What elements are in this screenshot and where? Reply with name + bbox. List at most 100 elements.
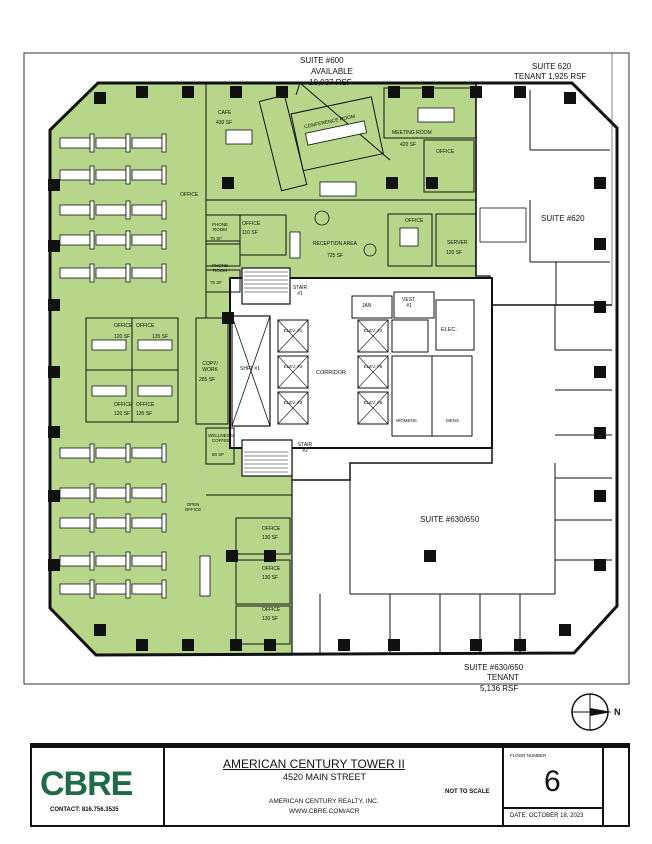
- workstation-desk: [59, 234, 91, 246]
- building-info-cell: AMERICAN CENTURY TOWER II 4520 MAIN STRE…: [165, 745, 501, 825]
- floor-cell: FLOOR NUMBER 6 DATE: OCTOBER 18, 2023: [504, 745, 602, 825]
- workstation-desk: [131, 169, 163, 181]
- column: [388, 639, 400, 651]
- scale-note: NOT TO SCALE: [445, 789, 490, 795]
- column: [222, 312, 234, 324]
- copy-work-label: COPY/ WORK: [202, 361, 218, 373]
- copy-work-area: 285 SF: [199, 377, 216, 383]
- office-label-a: OFFICE: [114, 323, 133, 329]
- column: [594, 427, 606, 439]
- column: [182, 86, 194, 98]
- workstation-desk: [131, 583, 163, 595]
- office-label-s1: OFFICE: [262, 526, 281, 532]
- office-area-c2: 120 SF: [114, 411, 131, 417]
- stair-2-label: STAIR #2: [297, 442, 313, 454]
- column: [48, 559, 60, 571]
- workstation-desk: [131, 517, 163, 529]
- column: [222, 177, 234, 189]
- workstation-desk: [131, 487, 163, 499]
- office-label-c2: OFFICE: [114, 402, 133, 408]
- column: [470, 639, 482, 651]
- office-area-s1: 130 SF: [262, 535, 279, 541]
- workstation-desk: [131, 234, 163, 246]
- office-label-ne: OFFICE: [436, 149, 455, 155]
- janitor-label: JAN: [362, 303, 372, 309]
- column: [338, 639, 350, 651]
- office-area-110: 110 SF: [242, 230, 258, 236]
- workstation-desk: [95, 487, 127, 499]
- meeting-table: [417, 107, 455, 123]
- column: [230, 639, 242, 651]
- suite-630-area: 5,136 RSF: [480, 684, 519, 693]
- floor-number: 6: [544, 765, 561, 798]
- server-area: 120 SF: [446, 250, 463, 256]
- suite-620-status: TENANT 1,925 RSF: [514, 72, 587, 81]
- cafe-label: CAFE: [218, 110, 232, 116]
- column: [264, 639, 276, 651]
- column: [48, 240, 60, 252]
- office-table: [399, 227, 419, 247]
- suite-620-name: SUITE 620: [532, 62, 572, 71]
- column: [48, 179, 60, 191]
- phone-room-area-2: 70 SF: [210, 280, 223, 285]
- phone-room-label-2: PHONE ROOM: [211, 263, 228, 274]
- office-area-d: 135 SF: [136, 411, 153, 417]
- structural-columns: [48, 86, 606, 651]
- workstation-divider: [89, 165, 95, 185]
- elev-2-label: ELEV. #2: [283, 364, 303, 369]
- column: [514, 86, 526, 98]
- workstation-divider: [125, 513, 131, 533]
- server-label: SERVER: [447, 240, 468, 246]
- workstation-divider: [161, 263, 167, 283]
- workstation-desk: [95, 137, 127, 149]
- column: [470, 86, 482, 98]
- mens-label: MENS: [446, 418, 460, 423]
- vestibule-label: VEST. #1: [402, 297, 416, 309]
- elev-1-label: ELEV. #1: [283, 328, 303, 333]
- workstation-desk: [59, 204, 91, 216]
- workstation-divider: [161, 230, 167, 250]
- workstation-desk: [95, 555, 127, 567]
- workstations: [59, 107, 455, 599]
- workstation-divider: [125, 200, 131, 220]
- title-block: CBRE CONTACT: 816.756.3535 AMERICAN CENT…: [30, 743, 630, 827]
- workstation-divider: [161, 513, 167, 533]
- column: [594, 559, 606, 571]
- suite-620-label: SUITE #620: [541, 214, 585, 223]
- workstation-desk: [59, 447, 91, 459]
- workstation-divider: [125, 263, 131, 283]
- stair-2: [241, 439, 293, 477]
- workstation-divider: [89, 263, 95, 283]
- workstation-desk: [95, 517, 127, 529]
- office-label-b: OFFICE: [136, 323, 155, 329]
- column: [594, 490, 606, 502]
- office-label-s3: OFFICE: [262, 607, 281, 613]
- column: [182, 639, 194, 651]
- workstation-divider: [125, 443, 131, 463]
- elev-6-label: ELEV. #6: [363, 400, 383, 405]
- workstation-divider: [89, 579, 95, 599]
- column: [559, 624, 571, 636]
- cbre-logo: CBRE: [40, 765, 133, 803]
- elev-5-label: ELEV. #5: [363, 364, 383, 369]
- plan-frame: [23, 52, 630, 685]
- counter: [199, 555, 211, 597]
- workstation-desk: [59, 583, 91, 595]
- elec-label: ELEC.: [441, 327, 457, 333]
- workstation-divider: [161, 483, 167, 503]
- elevator-extra: [391, 319, 429, 353]
- suite-600-area: 10,037 RSF: [309, 78, 352, 87]
- column: [594, 366, 606, 378]
- phone-room-area-1: 70 SF: [210, 236, 223, 241]
- column: [48, 366, 60, 378]
- elev-4-label: ELEV. #4: [363, 328, 383, 333]
- column: [94, 92, 106, 104]
- column: [230, 86, 242, 98]
- column: [424, 550, 436, 562]
- wellness-label: WELLNESS/ COFFEE: [208, 433, 234, 444]
- title-block-bar: [30, 743, 630, 748]
- workstation-divider: [89, 230, 95, 250]
- office-desk: [91, 339, 127, 351]
- corridor-label: CORRIDOR: [316, 370, 346, 376]
- workstation-divider: [161, 579, 167, 599]
